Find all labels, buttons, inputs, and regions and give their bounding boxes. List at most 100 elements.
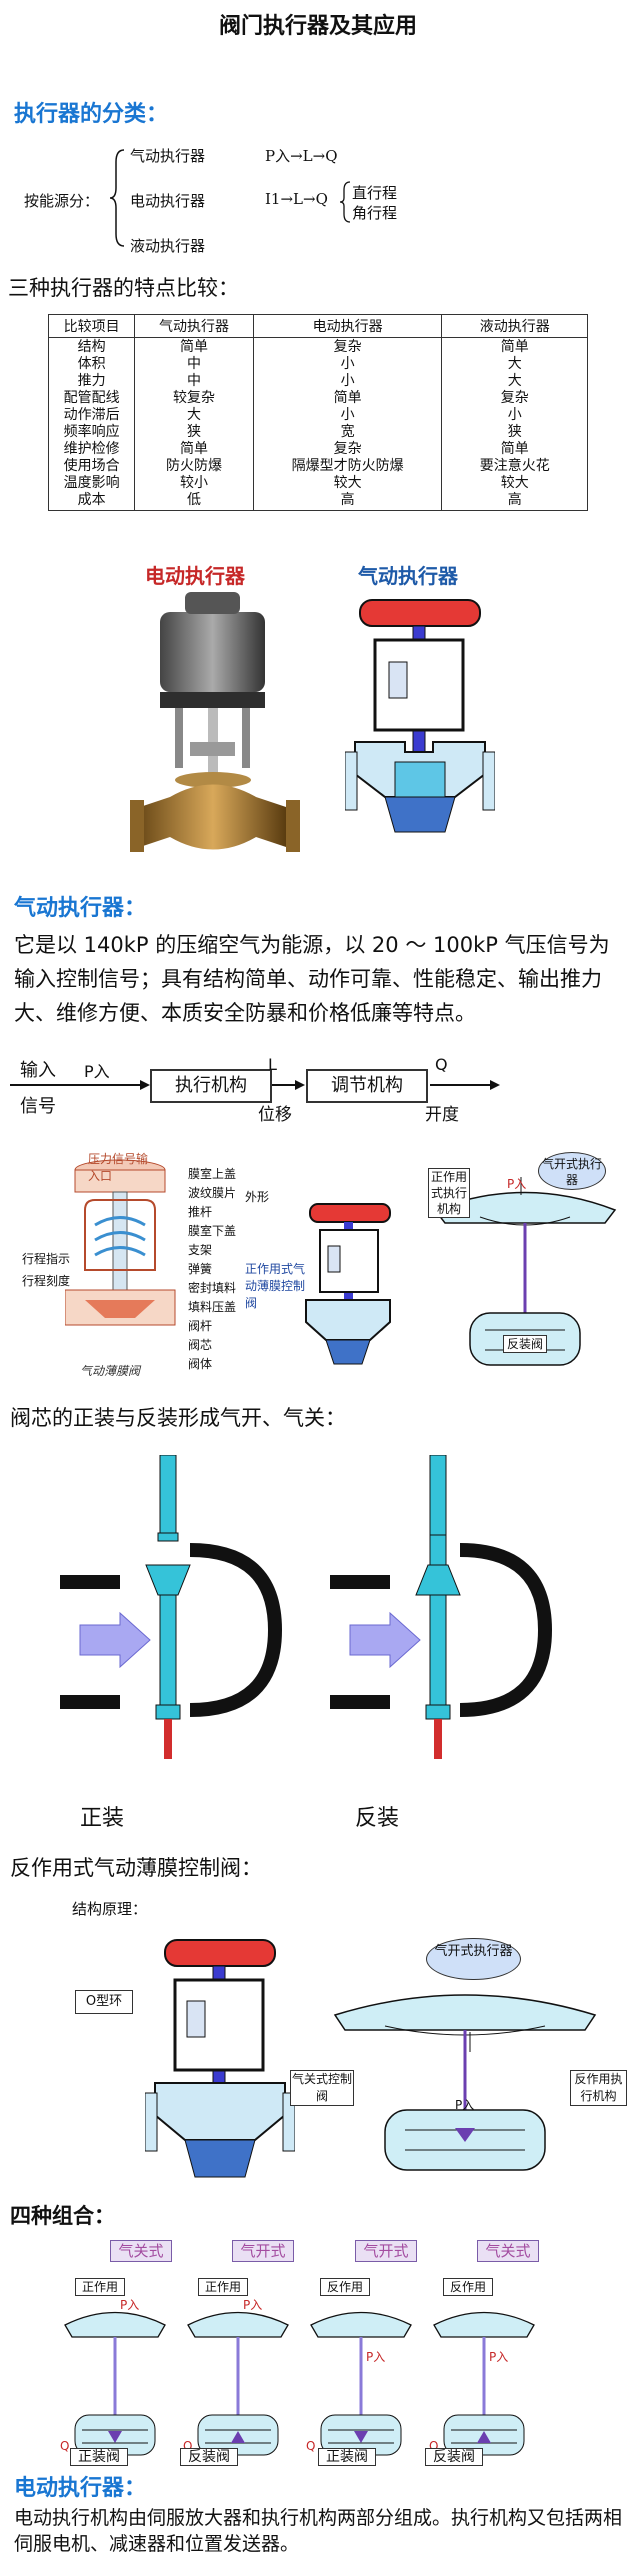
- combo-q-2: Q: [183, 2439, 192, 2453]
- air-open-actuator-bubble: 气开式执行器: [538, 1152, 606, 1190]
- cell-hydraulic-8: 较大: [500, 475, 529, 491]
- reverse-air-open-bubble: 气开式执行器: [426, 1938, 521, 1980]
- flow-p-in: P入: [84, 1062, 110, 1081]
- cell-electric-9: 高: [340, 492, 355, 508]
- header-pneumatic: 气动执行器: [134, 314, 254, 338]
- normal-core-diagram: [60, 1455, 283, 1759]
- combo-diagram-2: P入 Q: [183, 2298, 289, 2456]
- electric-actuator-photo: [130, 592, 300, 852]
- normal-label: 正装: [80, 1806, 125, 1831]
- cell-items-2: 推力: [77, 373, 106, 389]
- cell-electric-0: 复杂: [333, 339, 362, 355]
- electric-heading: 电动执行器：: [14, 2476, 147, 2501]
- combo-p-in-2: P入: [243, 2298, 262, 2312]
- cell-hydraulic-3: 复杂: [500, 390, 529, 406]
- combo-action-4: 反作用: [443, 2278, 493, 2296]
- cell-pneumatic-8: 较小: [180, 475, 209, 491]
- label-gland: 填料压盖: [188, 1300, 237, 1314]
- cell-hydraulic-0: 简单: [500, 339, 529, 355]
- cell-pneumatic-7: 防火防爆: [166, 458, 223, 474]
- cell-electric-4: 小: [340, 407, 355, 423]
- appearance-label: 外形: [245, 1190, 270, 1204]
- cell-electric-8: 较大: [333, 475, 362, 491]
- combo-type-4: 气关式: [477, 2240, 539, 2262]
- combo-p-in-4: P入: [489, 2350, 508, 2364]
- structure-label: 结构原理：: [72, 1900, 148, 1918]
- pneumatic-actuator-caption: 气动执行器: [358, 564, 458, 588]
- cell-pneumatic-5: 狭: [187, 424, 202, 440]
- combo-heading: 四种组合：: [10, 2204, 115, 2228]
- comparison-heading: 三种执行器的特点比较：: [8, 276, 239, 300]
- electric-paragraph: 电动执行机构由伺服放大器和执行机构两部分组成。执行机构又包括两相伺服电机、减速器…: [14, 2507, 623, 2555]
- cell-hydraulic-7: 要注意火花: [479, 458, 550, 474]
- label-upper-cover: 膜室上盖: [188, 1167, 237, 1181]
- cell-items-9: 成本: [77, 492, 106, 508]
- cell-hydraulic-6: 简单: [500, 441, 529, 457]
- cell-items-6: 维护检修: [63, 441, 120, 457]
- cell-electric-2: 小: [340, 373, 355, 389]
- valve-p-in: P入: [507, 1177, 527, 1191]
- reverse-core-diagram: [330, 1455, 553, 1759]
- energy-label: 按能源分：: [24, 192, 100, 210]
- cell-items-8: 温度影响: [63, 475, 120, 491]
- cell-items-3: 配管配线: [63, 390, 120, 406]
- cell-items-1: 体积: [77, 356, 106, 372]
- page-title: 阀门执行器及其应用: [218, 14, 417, 39]
- cell-items-4: 动作滞后: [63, 407, 120, 423]
- combo-valve-4: 反装阀: [425, 2448, 483, 2466]
- flow-l: L: [268, 1055, 277, 1074]
- combo-diagram-3: P入Q: [306, 2311, 412, 2456]
- reverse-actuator-tag: 反作用执行机构: [570, 2070, 627, 2106]
- direct-acting-note: 正作用式气动薄膜控制阀: [245, 1262, 306, 1310]
- pneumatic-heading: 气动执行器：: [14, 896, 147, 921]
- reverse-p-in: P入: [455, 2098, 475, 2112]
- pneumatic-actuator-diagram: [345, 599, 495, 833]
- col-pneumatic: 简单中中较复杂大狭简单防火防爆较小低: [134, 337, 254, 511]
- pneumatic-paragraph: 它是以 140kP 的压缩空气为能源，以 20 ～ 100kP 气压信号为输入控…: [14, 933, 610, 1025]
- label-membrane: 波纹膜片: [188, 1186, 237, 1200]
- cell-hydraulic-2: 大: [507, 373, 522, 389]
- cell-pneumatic-3: 较复杂: [173, 390, 216, 406]
- cell-pneumatic-2: 中: [187, 373, 202, 389]
- combo-action-1: 正作用: [75, 2278, 125, 2296]
- flow-arrows: [10, 1080, 500, 1090]
- cell-pneumatic-1: 中: [187, 356, 202, 372]
- reverse-section-heading: 反作用式气动薄膜控制阀：: [10, 1856, 262, 1880]
- direct-actuator-tag: 正作用式执行机构: [428, 1168, 470, 1218]
- header-electric: 电动执行器: [252, 314, 443, 338]
- left-brace-icon: [109, 149, 125, 247]
- cell-electric-1: 小: [340, 356, 355, 372]
- combo-action-3: 反作用: [320, 2278, 370, 2296]
- cell-electric-5: 宽: [340, 424, 355, 440]
- flow-opening: 开度: [425, 1105, 459, 1125]
- label-pressure-inlet: 压力信号输入口: [88, 1152, 149, 1183]
- cell-items-7: 使用场合: [63, 458, 120, 474]
- diaphragm-left-labels: 行程指示 行程刻度: [22, 1248, 70, 1292]
- pneumatic-valve-small-diagram: [305, 1203, 391, 1365]
- cell-hydraulic-4: 小: [507, 407, 522, 423]
- combo-q-3: Q: [306, 2439, 315, 2453]
- reverse-valve-diagram: [145, 1939, 295, 2178]
- combo-valve-1: 正装阀: [70, 2448, 128, 2466]
- classification-heading: 执行器的分类：: [14, 102, 169, 127]
- cell-electric-6: 复杂: [333, 441, 362, 457]
- combo-valve-3: 正装阀: [318, 2448, 376, 2466]
- cell-hydraulic-1: 大: [507, 356, 522, 372]
- label-seal: 密封填料: [188, 1281, 237, 1295]
- label-stroke-indicator: 行程指示: [22, 1252, 71, 1266]
- flow-displacement: 位移: [258, 1105, 292, 1125]
- label-plug: 阀芯: [188, 1338, 213, 1352]
- flow-input-label-2: 信号: [20, 1096, 56, 1117]
- reverse-label: 反装: [355, 1806, 400, 1831]
- combo-q-4: Q: [429, 2439, 438, 2453]
- type-electric: 电动执行器: [130, 192, 206, 210]
- combo-p-in-1: P入: [120, 2298, 139, 2312]
- header-hydraulic: 液动执行器: [441, 314, 588, 338]
- combo-diagram-4: P入 Q: [429, 2311, 535, 2456]
- col-hydraulic: 简单大大复杂小狭简单要注意火花较大高: [441, 337, 588, 511]
- flow-box-actuator: 执行机构: [150, 1069, 272, 1103]
- label-stroke-scale: 行程刻度: [22, 1274, 71, 1288]
- pneumatic-formula: P入→L→Q: [265, 147, 338, 165]
- label-body: 阀体: [188, 1357, 213, 1371]
- cell-items-5: 频率响应: [63, 424, 120, 440]
